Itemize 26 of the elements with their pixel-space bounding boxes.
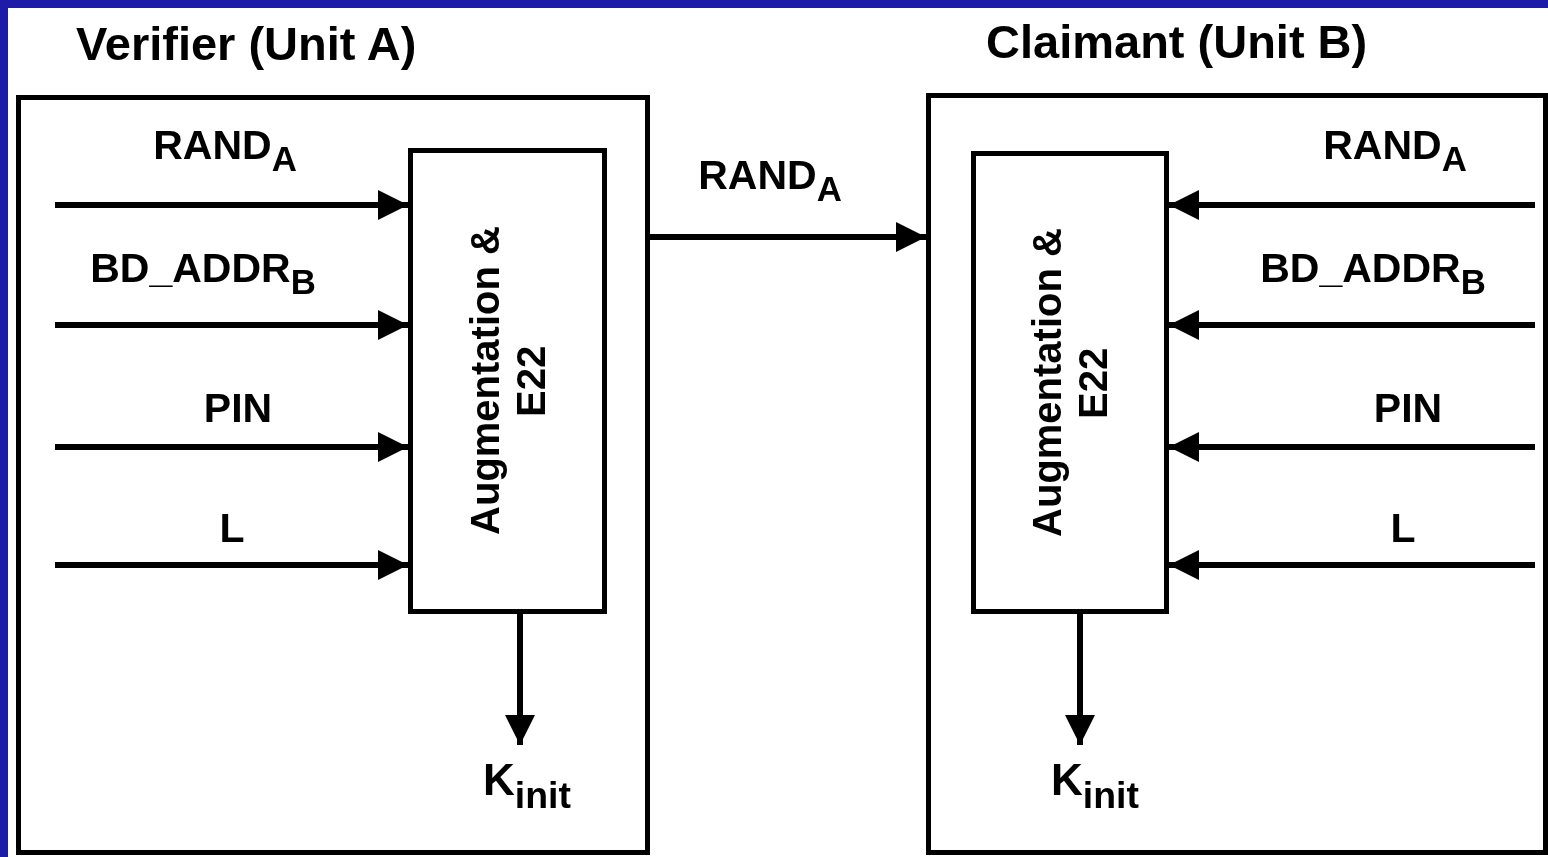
- arrow: [650, 222, 926, 252]
- edge-label: RAND$_{A}$: [1323, 122, 1467, 169]
- arrow: [55, 310, 408, 340]
- arrow: [1169, 432, 1535, 462]
- unit-title: Verifier (Unit A): [76, 16, 417, 71]
- arrow: [1169, 310, 1535, 340]
- arrow: [1169, 550, 1535, 580]
- edge-label: L: [219, 505, 245, 552]
- arrow: [55, 190, 408, 220]
- arrow: [55, 432, 408, 462]
- edge-label: RAND$_{A}$: [698, 152, 842, 199]
- process-box: [408, 148, 607, 614]
- block-label: Augmentation & E22: [461, 226, 554, 536]
- arrow: [505, 614, 535, 745]
- edge-label: PIN: [1373, 385, 1443, 432]
- edge-label: BD_ADDR$_{B}$: [90, 245, 316, 292]
- arrow: [55, 550, 408, 580]
- arrow: [1169, 190, 1535, 220]
- edge-label: BD_ADDR$_{B}$: [1260, 245, 1486, 292]
- edge-label: RAND$_{A}$: [153, 122, 297, 169]
- edge-label: PIN: [203, 385, 273, 432]
- arrow: [1065, 614, 1095, 745]
- block-label: Augmentation & E22: [1024, 227, 1116, 538]
- edge-label: L: [1390, 505, 1416, 552]
- process-box: [971, 151, 1169, 614]
- unit-title: Claimant (Unit B): [986, 14, 1368, 69]
